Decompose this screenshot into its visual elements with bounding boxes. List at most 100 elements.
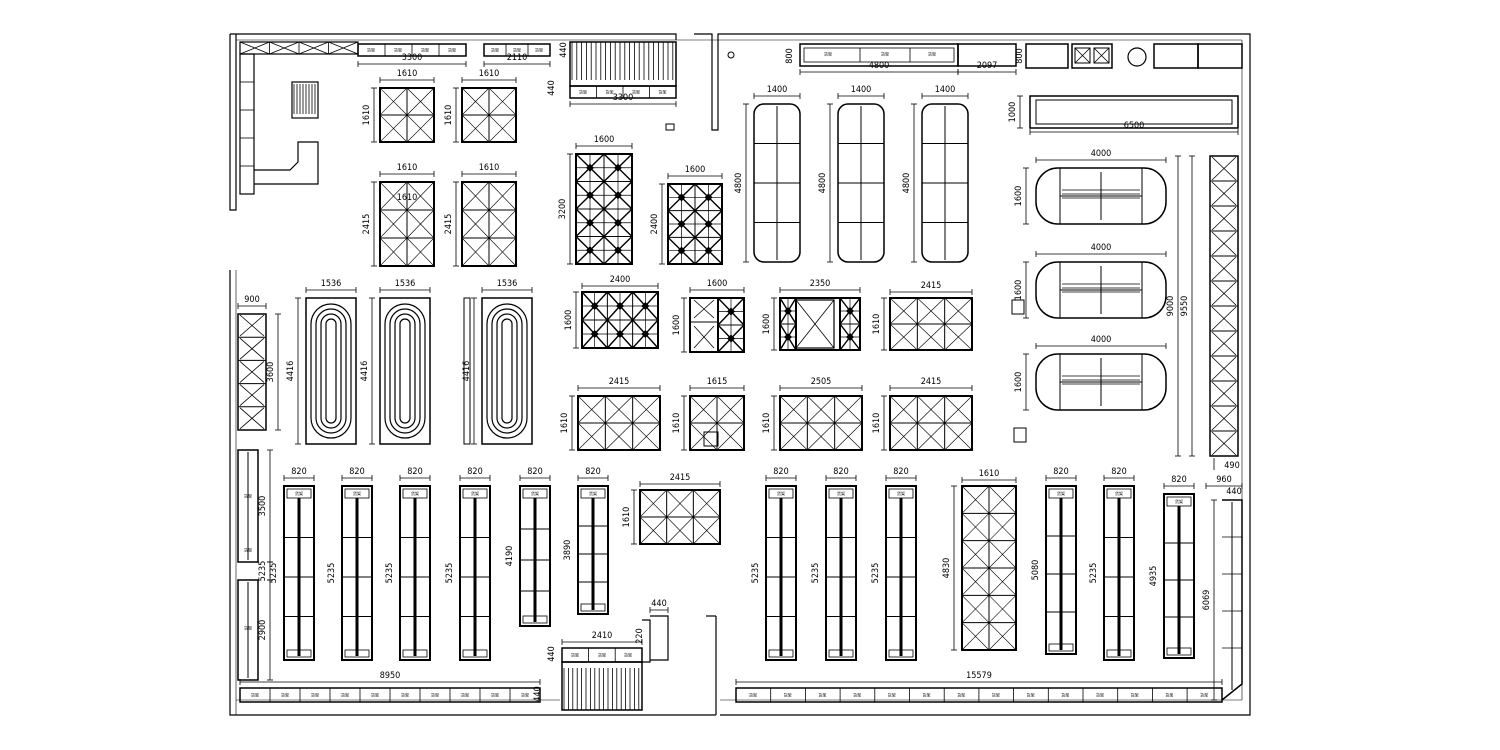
dimension-label: 490 <box>1224 461 1239 471</box>
freezer-ring <box>501 318 513 424</box>
dimension-label: 4416 <box>462 361 472 382</box>
cell-diagonal <box>605 422 633 451</box>
dimension-label: 4935 <box>1149 566 1159 587</box>
dimension-label: 1610 <box>397 69 418 79</box>
cell-center <box>727 307 735 316</box>
wall-top-right <box>694 33 1251 716</box>
cell-diagonal <box>988 513 1017 541</box>
rack-diagonal <box>328 41 359 55</box>
equipment-box <box>1153 43 1199 69</box>
rack-diagonal <box>1211 256 1237 281</box>
cold-long-inner <box>1035 99 1233 125</box>
cell-diagonal <box>944 422 973 451</box>
rack-diagonal <box>239 41 270 55</box>
cell-diagonal <box>834 422 863 451</box>
shelf-label: 货架 <box>371 692 379 698</box>
cell-diagonal <box>379 237 408 267</box>
dimension-label: 1610 <box>479 163 500 173</box>
cell-center <box>727 334 735 343</box>
gondola-shelf <box>341 485 373 661</box>
shelf-label: 货架 <box>244 493 252 499</box>
cell-center <box>586 163 594 172</box>
dimension-label: 220 <box>635 628 645 643</box>
shelf-label: 货架 <box>1115 490 1123 496</box>
dimension-label: 5235 <box>871 563 881 584</box>
stair-rail <box>650 615 669 661</box>
cell-diagonal <box>406 209 435 239</box>
dimension-label: 4000 <box>1091 335 1112 345</box>
cell-diagonal <box>632 422 661 451</box>
cell-diagonal <box>577 395 606 424</box>
shelf-label: 货架 <box>411 490 419 496</box>
freezer-ring <box>315 308 347 434</box>
cell-diagonal <box>889 297 918 325</box>
freezer-ring <box>389 308 421 434</box>
cell-diagonal <box>577 422 606 451</box>
cell-diagonal <box>689 395 718 424</box>
freezer-ring <box>491 308 523 434</box>
wall-top-left <box>230 33 677 40</box>
dimension-label: 820 <box>467 467 482 477</box>
dimension-label: 820 <box>1053 467 1068 477</box>
shelf-label: 货架 <box>957 692 965 698</box>
cell-diagonal <box>779 395 808 424</box>
dimension-label: 1400 <box>767 85 788 95</box>
dimension-label: 820 <box>773 467 788 477</box>
cell-diagonal <box>461 209 490 239</box>
shelf-label: 货架 <box>531 490 539 496</box>
pillar <box>1011 299 1025 315</box>
rack-diagonal <box>239 384 265 406</box>
dimension-label: 1536 <box>395 279 416 289</box>
cell-diagonal <box>795 299 835 349</box>
cell-diagonal <box>716 395 745 424</box>
cell-diagonal <box>716 422 745 451</box>
dimension-label: 1400 <box>851 85 872 95</box>
cell-diagonal <box>988 540 1017 569</box>
gondola-end <box>1048 643 1074 652</box>
stair-bottom <box>561 661 643 711</box>
freezer-ring <box>394 313 416 429</box>
gondola-end <box>768 649 794 658</box>
cell-center <box>677 220 686 228</box>
shelf-label: 货架 <box>837 490 845 496</box>
shelf-label: 货架 <box>928 51 936 57</box>
gondola-shelf <box>577 485 609 615</box>
cell-diagonal <box>379 181 408 211</box>
gondola-shelf <box>1045 485 1077 655</box>
cell-diagonal <box>605 395 633 424</box>
dimension-label: 2410 <box>592 631 613 641</box>
dimension-label: 3200 <box>558 199 568 220</box>
shelf-label: 货架 <box>394 47 402 53</box>
shelf-label: 货架 <box>353 490 361 496</box>
cell-center <box>641 330 650 338</box>
dimension-label: 1610 <box>872 413 882 434</box>
cell-center <box>614 191 622 200</box>
cell-diagonal <box>488 209 517 239</box>
dimension-label: 440 <box>533 686 543 701</box>
gondola-shelf <box>1163 493 1195 659</box>
sink-counter <box>1025 43 1069 69</box>
shelf-label: 货架 <box>777 490 785 496</box>
shelf-label: 货架 <box>521 692 529 698</box>
oval-freezer <box>305 297 357 445</box>
gondola-end <box>522 488 548 499</box>
cell-diagonal <box>917 297 945 325</box>
fixtures: 货架货架货架货架货架货架货架货架货架货架货架货架货架货架货架货架货架货架货架货架… <box>229 33 1251 716</box>
dimension-label: 960 <box>1216 475 1231 485</box>
dimension-label: 4830 <box>942 558 952 579</box>
cell-diagonal <box>406 87 435 116</box>
cell-diagonal <box>961 513 990 541</box>
cell-diagonal <box>779 422 808 451</box>
dimension-label: 2110 <box>507 53 528 63</box>
freezer-ring <box>325 318 337 424</box>
freezer-ring <box>320 313 342 429</box>
cell-center <box>614 218 622 227</box>
dimension-label: 1610 <box>444 105 454 126</box>
dimension-label: 1600 <box>1014 186 1024 207</box>
cashier-desk <box>291 81 319 119</box>
dimension-label: 3890 <box>563 540 573 561</box>
dimension-label: 6500 <box>1124 121 1145 131</box>
dimension-label: 1610 <box>397 163 418 173</box>
dimension-label: 1610 <box>479 69 500 79</box>
cell-diagonal <box>834 395 863 424</box>
